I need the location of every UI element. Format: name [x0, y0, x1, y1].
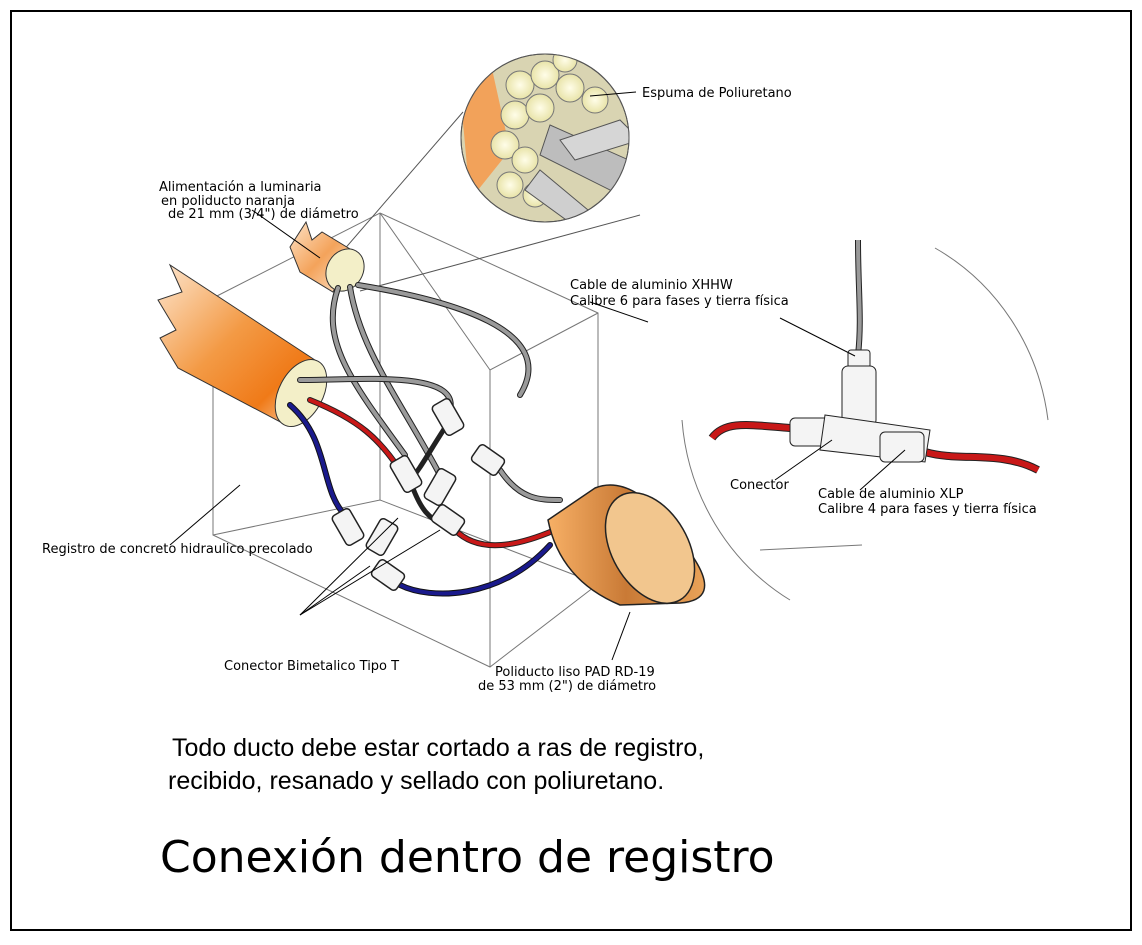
xhhw-label-line1: Cable de aluminio XHHW	[570, 278, 733, 293]
pad-duct-label-line2: de 53 mm (2") de diámetro	[478, 679, 657, 694]
drawing-title: Conexión dentro de registro	[160, 832, 775, 883]
feed-label-line2: en poliducto naranja	[161, 194, 295, 209]
connector-label: Conector	[730, 478, 789, 493]
t-connector-detail	[708, 239, 1040, 474]
bimetallic-t-connectors	[331, 397, 506, 591]
pad-duct	[547, 484, 706, 606]
main-orange-duct	[157, 263, 328, 427]
note-line1: Todo ducto debe estar cortado a ras de r…	[172, 734, 705, 762]
drawing-frame	[10, 10, 1132, 931]
zoom-guide-lines	[335, 111, 641, 292]
feed-label-line1: Alimentación a luminaria	[159, 180, 322, 195]
pad-duct-label-line1: Poliducto liso PAD RD-19	[495, 665, 655, 680]
register-label: Registro de concreto hidraulico precolad…	[42, 542, 313, 557]
leader-lines	[169, 91, 906, 661]
detail-arcs	[681, 247, 1049, 601]
bimetal-connector-label: Conector Bimetalico Tipo T	[224, 659, 400, 674]
foam-label: Espuma de Poliuretano	[642, 86, 792, 101]
concrete-register-box	[212, 212, 599, 668]
feed-label-line3: de 21 mm (3/4") de diámetro	[168, 207, 359, 222]
xlp-label-line2: Calibre 4 para fases y tierra física	[818, 502, 1037, 517]
luminaire-feed-duct	[289, 220, 365, 293]
foam-detail-zoom	[460, 53, 630, 223]
xlp-label-line1: Cable de aluminio XLP	[818, 487, 964, 502]
xhhw-label-line2: Calibre 6 para fases y tierra física	[570, 294, 789, 309]
internal-cables	[287, 282, 563, 597]
note-line2: recibido, resanado y sellado con poliure…	[168, 767, 665, 795]
